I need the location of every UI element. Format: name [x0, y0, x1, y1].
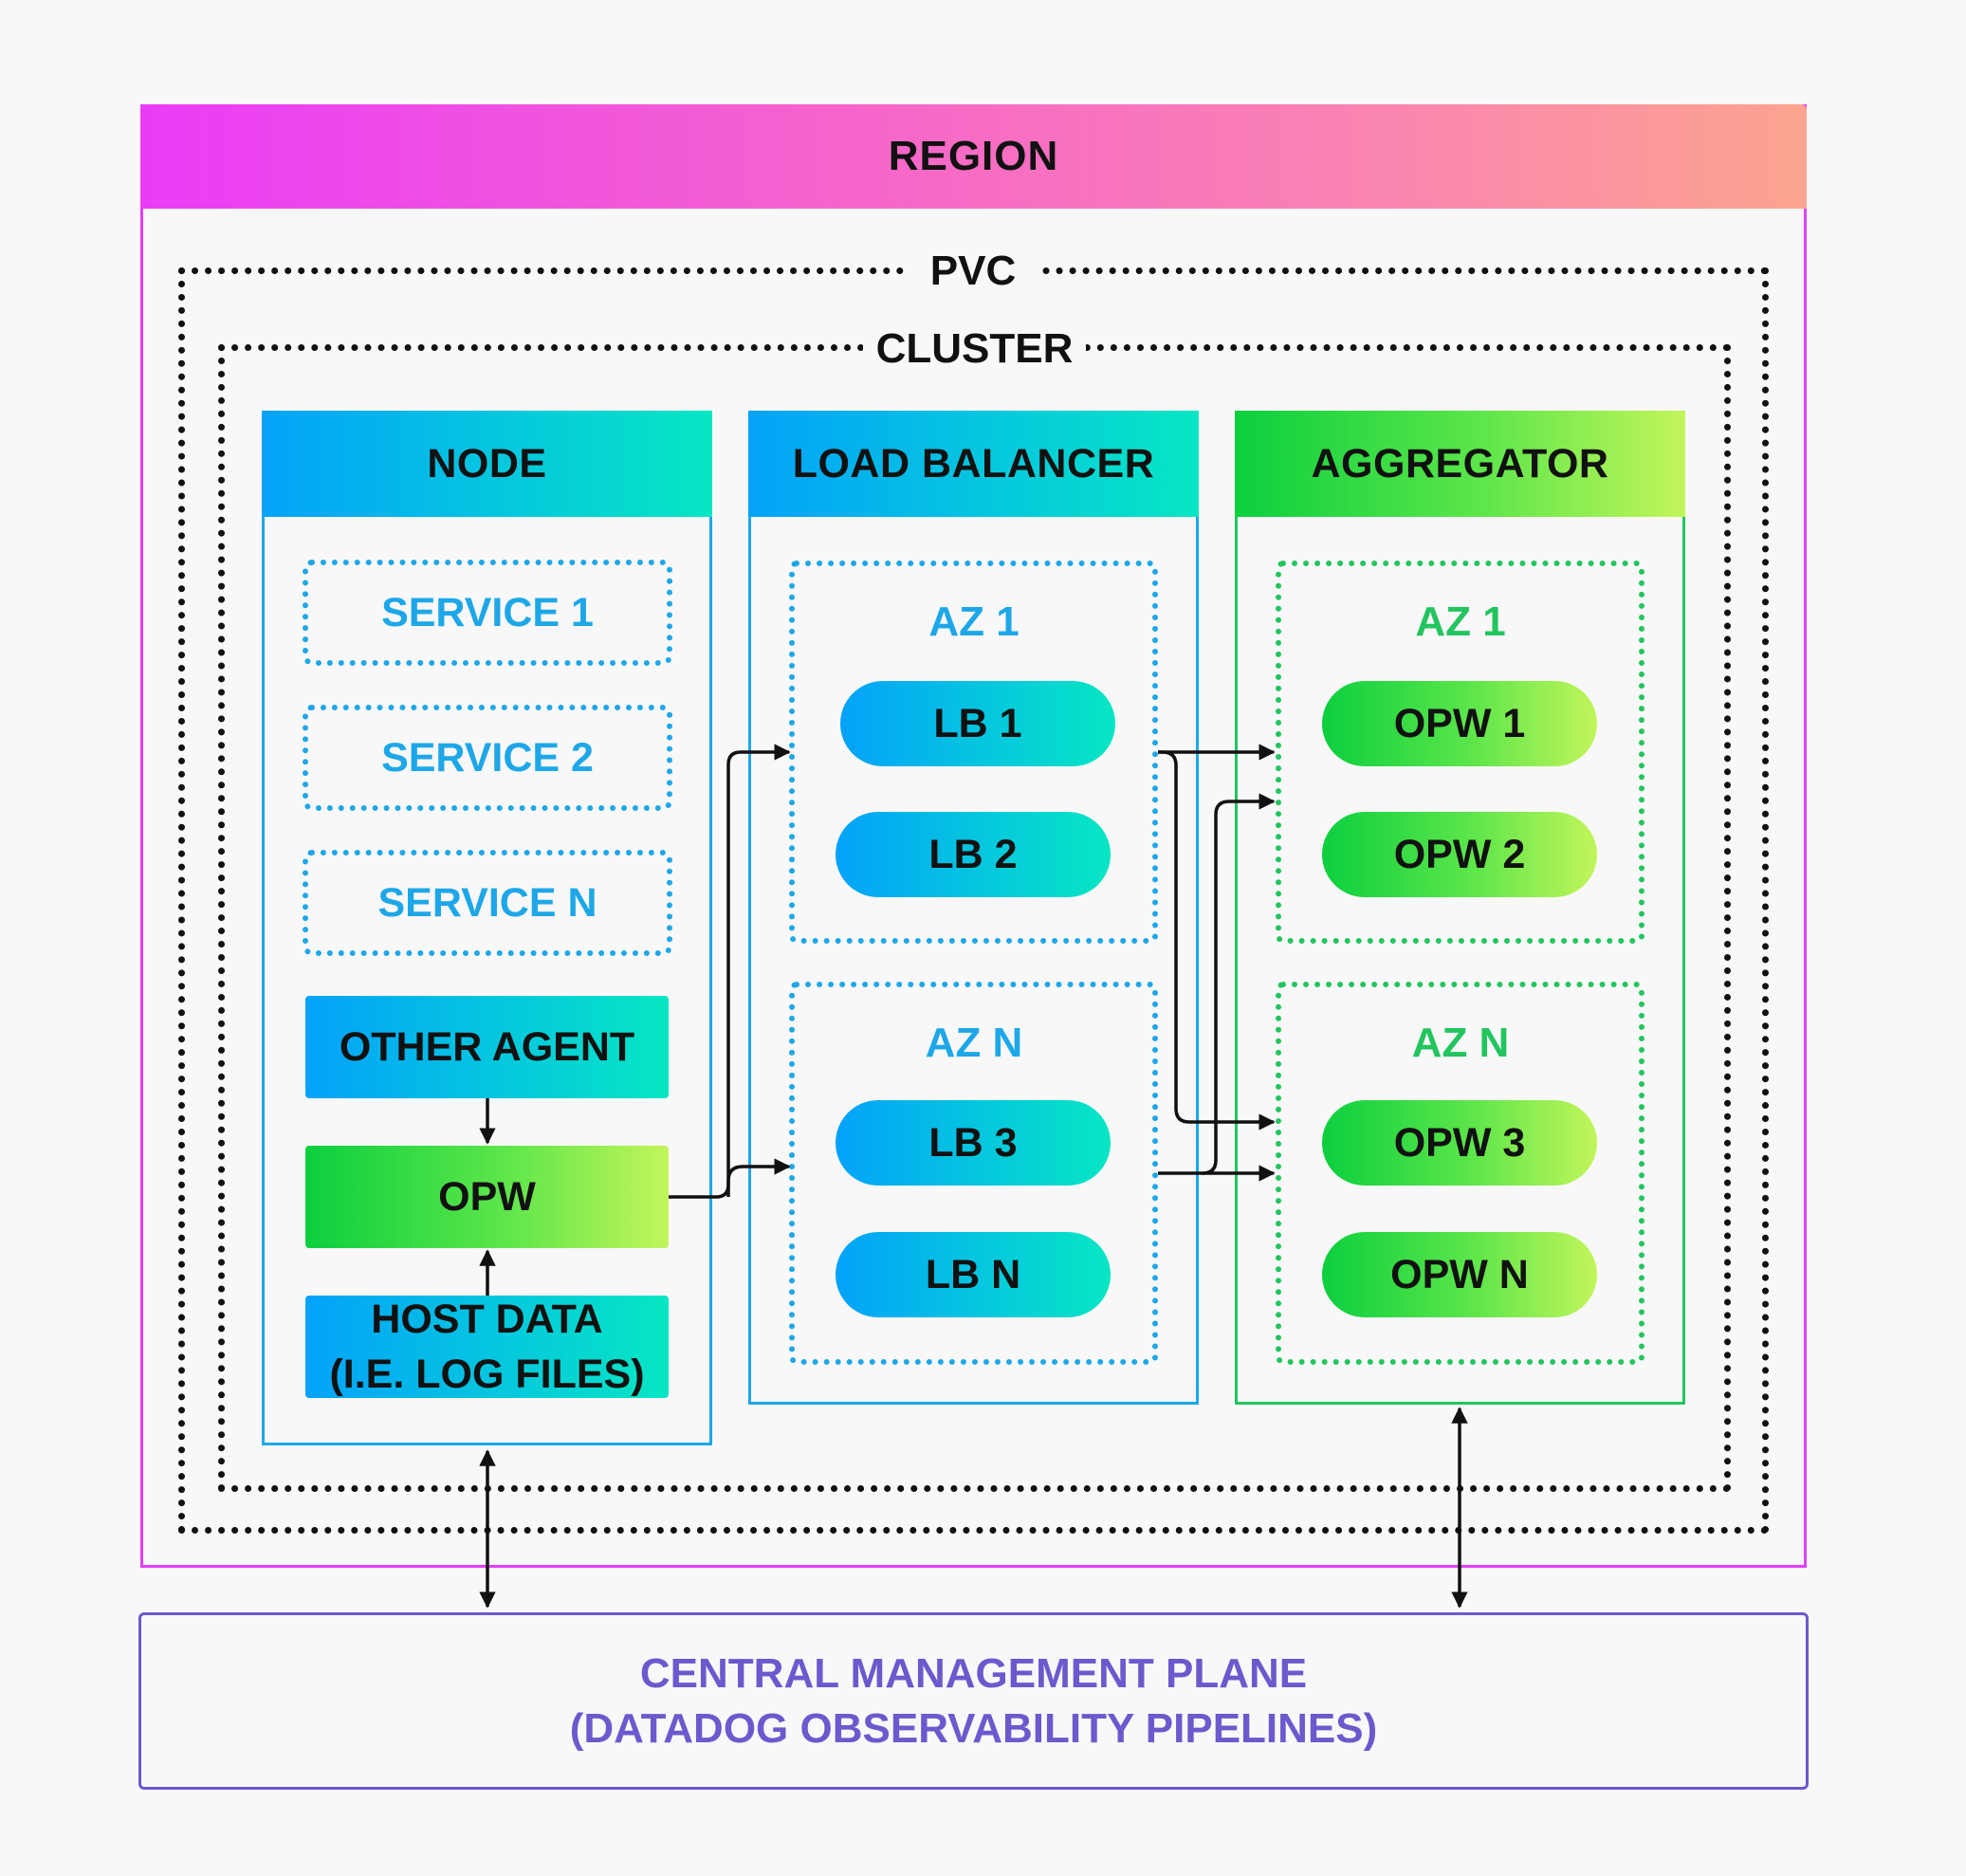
aggregator-az1-zone — [1276, 561, 1644, 944]
central-management-plane-title: CENTRAL MANAGEMENT PLANE — [639, 1649, 1308, 1697]
lb-2-pill: LB 2 — [836, 812, 1111, 897]
lb-az1-zone — [789, 561, 1158, 944]
cluster-label: CLUSTER — [863, 321, 1086, 377]
node-header: NODE — [262, 411, 712, 517]
opw-1-pill: OPW 1 — [1322, 681, 1597, 766]
lb-azn-label: AZ N — [925, 1020, 1023, 1066]
lb-az1-label: AZ 1 — [928, 598, 1020, 645]
service-1-box: SERVICE 1 — [303, 560, 672, 666]
opw-3-pill: OPW 3 — [1322, 1100, 1597, 1186]
region-header: REGION — [140, 104, 1807, 209]
opw-2-pill: OPW 2 — [1322, 812, 1597, 897]
aggregator-azn-zone — [1276, 982, 1644, 1365]
host-data-line2: (I.E. LOG FILES) — [329, 1352, 645, 1397]
central-management-plane-box: CENTRAL MANAGEMENT PLANE (DATADOG OBSERV… — [138, 1612, 1809, 1790]
lb-1-pill: LB 1 — [840, 681, 1115, 766]
central-management-plane-subtitle: (DATADOG OBSERVABILITY PIPELINES) — [569, 1704, 1378, 1752]
lb-azn-zone — [789, 982, 1158, 1365]
aggregator-header: AGGREGATOR — [1235, 411, 1685, 517]
service-n-box: SERVICE N — [303, 850, 672, 956]
other-agent-box: OTHER AGENT — [305, 996, 669, 1098]
aggregator-azn-label: AZ N — [1411, 1020, 1510, 1066]
host-data-box: HOST DATA (I.E. LOG FILES) — [305, 1296, 669, 1398]
aggregator-az1-label: AZ 1 — [1415, 598, 1506, 645]
pvc-label: PVC — [906, 243, 1040, 300]
load-balancer-header: LOAD BALANCER — [748, 411, 1199, 517]
lb-3-pill: LB 3 — [836, 1100, 1111, 1186]
lb-n-pill: LB N — [836, 1232, 1111, 1317]
opw-n-pill: OPW N — [1322, 1232, 1597, 1317]
host-data-line1: HOST DATA — [371, 1297, 603, 1342]
node-opw-box: OPW — [305, 1146, 669, 1248]
service-2-box: SERVICE 2 — [303, 705, 672, 811]
